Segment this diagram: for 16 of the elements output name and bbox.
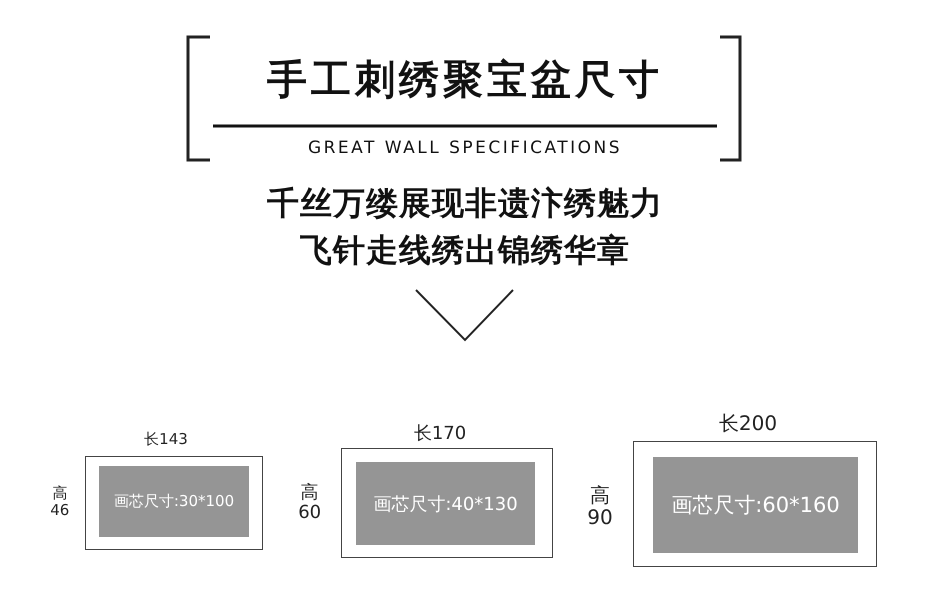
subtitle: GREAT WALL SPECIFICATIONS: [306, 137, 624, 160]
slogan-line: 飞针走线绣出锦绣华章: [299, 230, 631, 271]
frame-box: [633, 441, 877, 567]
canvas-area: 画芯尺寸:40*130: [356, 462, 535, 545]
length-label: 长143: [143, 430, 189, 449]
frame-box: [85, 456, 263, 550]
length-label: 长170: [412, 422, 468, 445]
canvas-area: 画芯尺寸:60*160: [653, 457, 858, 553]
canvas-area: 画芯尺寸:30*100: [99, 466, 249, 537]
slogan-line: 千丝万缕展现非遗汴绣魅力: [266, 183, 664, 224]
title: 手工刺绣聚宝盆尺寸: [266, 55, 664, 105]
frame-box: [341, 448, 553, 558]
height-label: 高90: [587, 484, 613, 528]
length-label: 长200: [718, 410, 778, 437]
height-label: 高60: [298, 483, 322, 523]
height-label: 高46: [50, 485, 70, 518]
